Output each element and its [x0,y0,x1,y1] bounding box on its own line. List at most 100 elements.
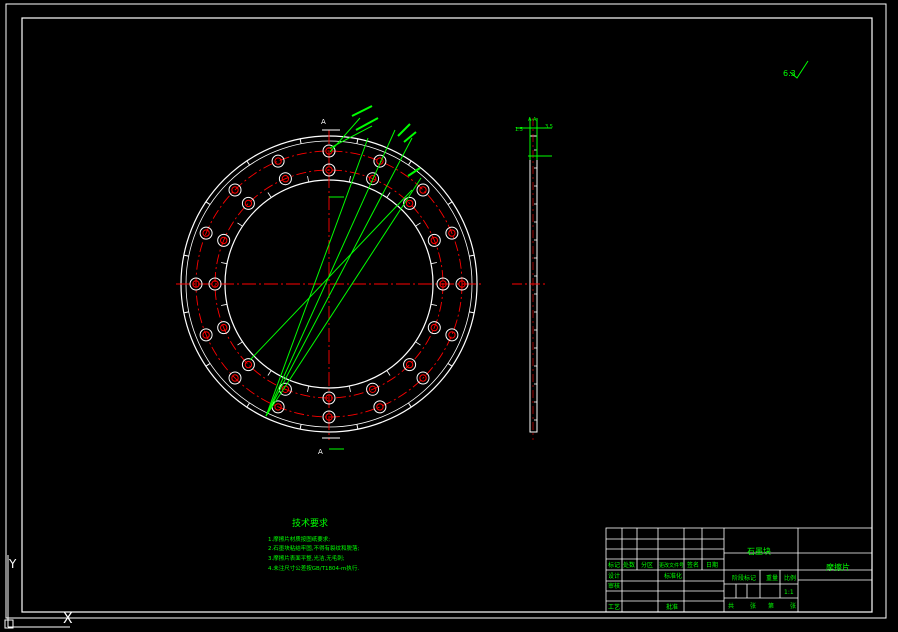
friction-disc-front-view [176,105,484,450]
hole-core [244,199,253,208]
tech-req-item: 4.未注尺寸公差按GB/T1804-m执行. [268,564,359,572]
slot-mark-inner [348,176,351,183]
tech-req-item: 1.摩擦片材质按图纸要求; [268,535,330,543]
roughness-value: 6.3 [783,69,796,78]
dimension-text-stub [403,131,417,143]
hole-outline [189,277,203,291]
header-cell: 分区 [641,561,653,569]
hole-core [244,360,253,369]
design-label: 设计 [608,572,620,580]
page-suffix-label: 张 [790,602,796,610]
header-cell: 处数 [623,561,635,569]
weight-label: 重量 [766,574,778,582]
side-dimension-label: 1.5 [515,127,523,133]
hole-outline [228,183,242,197]
hole-core [220,323,228,332]
hole-core [325,166,333,174]
craft-label: 工艺 [608,603,620,611]
sheets-label: 共 [728,602,734,610]
ucs-icon: Y X [4,555,73,629]
section-side-view: 1.5 A-A 3.5 [512,117,553,440]
hole-outline [217,233,231,247]
hole-outline [271,154,285,168]
svg-text:X: X [63,611,73,627]
hole-outline [322,391,336,405]
slot-mark-inner [430,303,437,306]
check-label: 审核 [608,582,620,590]
hole-core [458,280,466,288]
hole-outline [373,400,387,414]
approve-label: 批准 [666,603,678,611]
slot-mark [447,362,453,367]
slot-mark [205,362,211,367]
hole-core [368,175,377,183]
slot-mark [356,424,359,430]
slot-mark-inner [307,385,310,392]
hole-outline [199,328,213,342]
hole-core [274,157,282,165]
hole-core [368,385,377,393]
title-block-text: 石墨块 摩擦片 标记 处数 分区 更改文件号 签名 日期 设计 标准化 审核 工… [608,546,850,611]
hole-core [448,229,456,237]
slot-mark [246,160,251,166]
side-dimension-label: 3.5 [545,124,553,130]
dimension-leader [329,117,361,153]
dimension-leader [265,137,369,417]
slot-mark [407,402,412,408]
tech-req-title: 技术要求 [292,517,328,529]
slot-mark [356,138,359,144]
slot-mark-inner [221,262,228,265]
dimension-leader [265,177,422,417]
slot-mark [299,424,302,430]
hole-core [325,394,333,402]
slot-mark-inner [386,370,391,376]
hole-core [325,147,333,155]
hole-core [231,186,239,194]
inner-border [21,17,873,613]
slot-mark [246,402,251,408]
slot-mark-inner [386,192,391,198]
hole-outline [403,196,417,210]
slot-mark [469,254,475,257]
hole-outline [366,382,380,396]
hole-outline [241,196,255,210]
hole-outline [416,371,430,385]
hole-core [405,199,414,208]
hole-outline [436,277,450,291]
technical-requirements: 技术要求 1.摩擦片材质按图纸要求; 2.石墨块粘结牢固,不得有裂纹和脱落; 3… [268,517,359,572]
header-cell: 标记 [608,561,620,569]
roughness-symbol: 6.3 [783,60,809,79]
slot-mark-inner [267,370,272,376]
dimension-text-stub [351,105,373,117]
side-dimension-label: A-A [528,117,537,123]
slot-mark-inner [415,222,421,227]
scale-label: 比例 [784,574,796,582]
hole-outline [208,277,222,291]
hole-outline [373,154,387,168]
hole-outline [322,163,336,177]
hole-core [192,280,200,288]
title-block [605,527,873,613]
hole-core [430,236,438,245]
hole-outline [445,328,459,342]
slot-mark [299,138,302,144]
dimension-text-stub [355,117,379,131]
hole-outline [241,358,255,372]
header-cell: 日期 [706,561,718,569]
hole-outline [445,226,459,240]
slot-mark [183,311,189,314]
svg-text:Y: Y [8,557,17,571]
hole-outline [427,233,441,247]
slot-mark-inner [430,262,437,265]
slot-mark [407,160,412,166]
slot-mark [205,201,211,206]
outer-border [5,3,887,619]
hole-core [220,236,228,245]
dimension-leader [249,189,413,361]
slot-mark-inner [221,303,228,306]
hole-core [202,229,210,237]
section-label-top: A [321,118,326,126]
slot-mark-inner [307,176,310,183]
slot-mark-inner [267,192,272,198]
